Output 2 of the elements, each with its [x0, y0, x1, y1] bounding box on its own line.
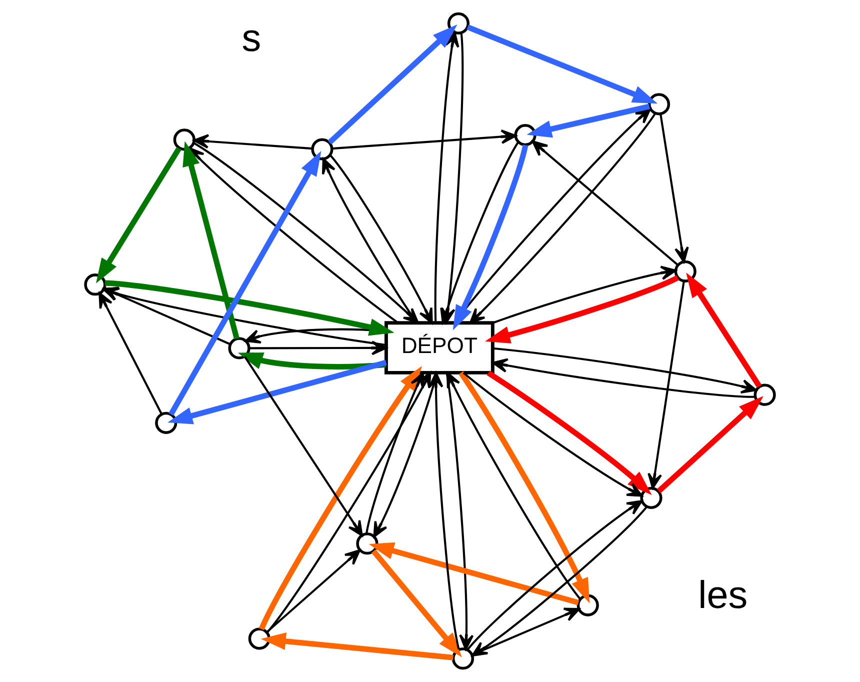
- label: s: [242, 16, 262, 60]
- label: les: [698, 574, 748, 617]
